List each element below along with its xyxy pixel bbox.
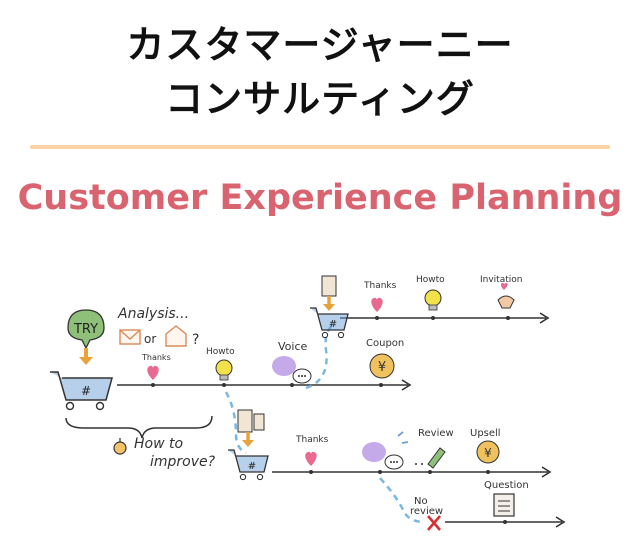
dashed-connector-to-bottom	[224, 391, 247, 455]
try-cart: TRY #	[50, 309, 113, 411]
coupon-coin-icon: ¥	[369, 353, 395, 379]
branch-timeline	[445, 516, 566, 528]
handshake-icon	[497, 283, 515, 309]
lightbulb-icon	[215, 359, 233, 381]
top-thanks-label: Thanks	[363, 281, 397, 291]
upsell-yen: ¥	[484, 446, 492, 460]
brace	[65, 415, 213, 439]
bottom-thanks-label: Thanks	[295, 435, 329, 445]
analysis-label: Analysis...	[117, 306, 189, 322]
bottom-cart-mark: #	[248, 461, 256, 472]
top-heart-icon	[371, 297, 383, 312]
title-line-1: カスタマージャーニー	[126, 23, 514, 67]
dashed-connector-to-branch	[379, 477, 425, 524]
open-envelope-icon	[165, 325, 187, 347]
or-label: or	[144, 332, 156, 346]
coupon-yen: ¥	[378, 360, 386, 375]
speech-bubble-icon	[272, 356, 312, 384]
bottom-upsell-label: Upsell	[470, 428, 501, 439]
top-timeline	[340, 312, 550, 324]
page-title: カスタマージャーニー コンサルティング	[0, 18, 640, 126]
improve-line-1: How to	[134, 436, 183, 452]
try-label: TRY	[73, 322, 98, 337]
checklist-icon	[493, 493, 515, 517]
bottom-review-label: Review	[418, 428, 454, 439]
bottom-heart-icon	[305, 451, 317, 466]
journey-illustration: TRY # Analysis... or ? How to improve? T…	[50, 275, 566, 531]
title-line-2: コンサルティング	[165, 77, 475, 121]
cart-mark: #	[81, 384, 91, 398]
question-label: Question	[484, 480, 529, 491]
bottom-timeline	[272, 466, 552, 478]
pencil-icon	[415, 447, 446, 469]
envelope-icon	[119, 329, 141, 345]
top-howto-label: Howto	[416, 275, 445, 285]
bottom-cart: #	[228, 409, 269, 481]
upsell-coin-icon: ¥	[476, 440, 500, 464]
cross-icon	[427, 515, 441, 531]
main-howto-label: Howto	[206, 347, 235, 357]
heart-icon	[147, 365, 159, 380]
top-cart-mark: #	[329, 319, 337, 330]
no-review-label-1: No	[414, 496, 428, 507]
title-divider	[30, 145, 610, 149]
main-coupon-label: Coupon	[366, 338, 404, 349]
bottom-speech-bubble-icon	[362, 431, 409, 470]
main-thanks-label: Thanks	[141, 353, 171, 362]
stopwatch-icon	[113, 438, 127, 455]
subtitle: Customer Experience Planning	[17, 178, 623, 218]
top-cart: #	[310, 275, 349, 339]
top-lightbulb-icon	[424, 289, 442, 311]
no-review-label-2: review	[410, 506, 443, 517]
question-mark: ?	[192, 332, 199, 348]
main-voice-label: Voice	[278, 340, 308, 353]
main-timeline	[117, 379, 412, 391]
top-invitation-label: Invitation	[480, 275, 522, 285]
improve-line-2: improve?	[150, 454, 216, 470]
